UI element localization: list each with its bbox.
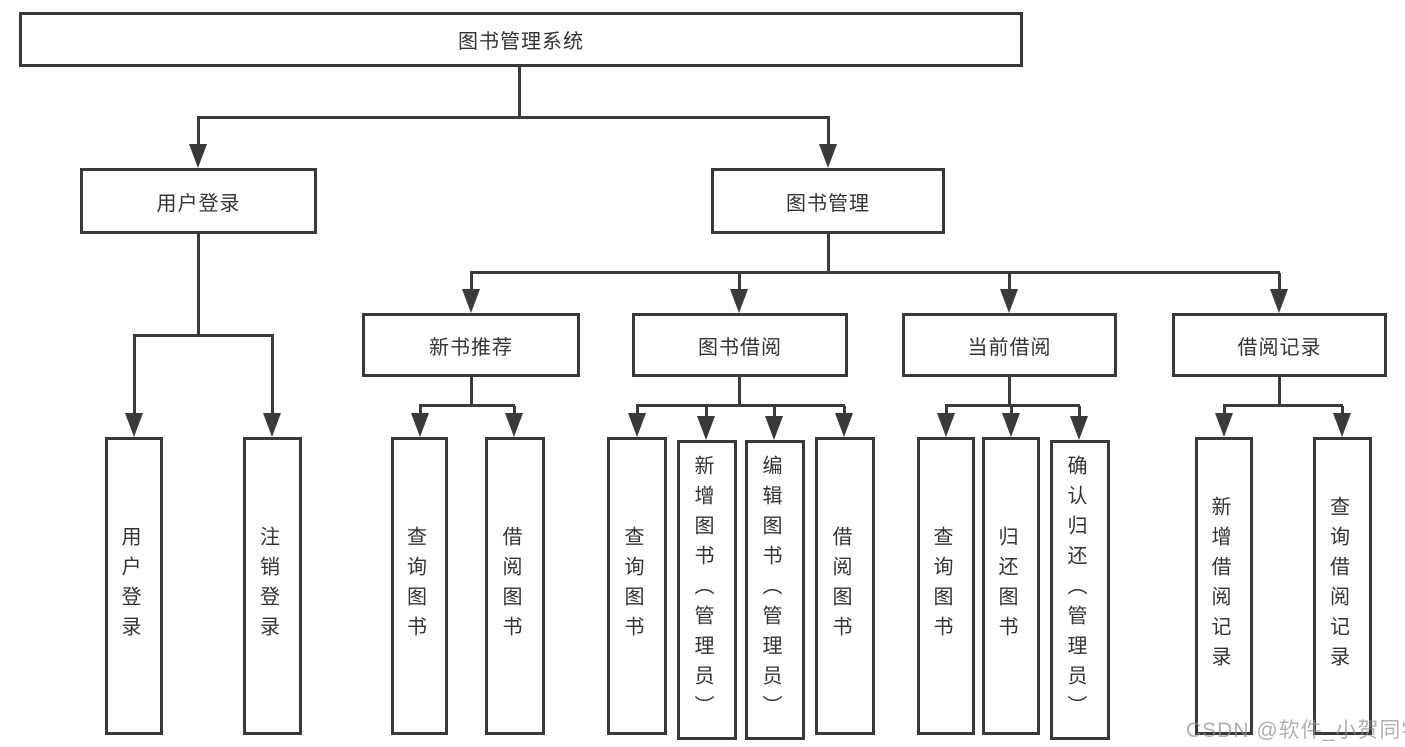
leaf-label: 查询图书	[930, 526, 952, 646]
arrowhead-down-icon	[628, 413, 646, 437]
connector-stub	[1008, 273, 1011, 291]
node-new-book-recommendation: 新书推荐	[362, 313, 580, 377]
leaf-label: 新增图书（管理员）	[691, 455, 713, 725]
arrowhead-down-icon	[937, 413, 955, 437]
arrowhead-down-icon	[1215, 413, 1233, 437]
arrowhead-down-icon	[505, 413, 523, 437]
connector-hline	[419, 404, 515, 407]
node-label: 图书借阅	[698, 336, 782, 359]
connector-login-hline	[133, 334, 274, 337]
leaf-borrowing-edit-books-admin: 编辑图书（管理员）	[745, 440, 805, 740]
leaf-borrowing-borrow-books: 借阅图书	[815, 437, 875, 735]
leaf-label: 用户登录	[118, 526, 140, 646]
leaf-user-login: 用户登录	[105, 437, 163, 735]
node-label: 图书管理系统	[458, 31, 584, 53]
node-label: 当前借阅	[967, 336, 1052, 359]
node-library-system: 图书管理系统	[19, 12, 1023, 67]
connector-stub	[773, 406, 776, 416]
connector-stub	[470, 273, 473, 291]
connector-mgmt-stub	[827, 234, 830, 273]
leaf-label: 查询借阅记录	[1326, 496, 1349, 676]
leaf-label: 借阅图书	[499, 526, 521, 646]
connector-stub	[1008, 377, 1011, 406]
arrowhead-down-icon	[1270, 289, 1288, 313]
node-label: 新书推荐	[429, 336, 513, 359]
leaf-current-confirm-return-admin: 确认归还（管理员）	[1050, 440, 1110, 740]
connector-stub	[738, 377, 741, 406]
node-label: 借阅记录	[1237, 336, 1322, 359]
arrowhead-down-icon	[1000, 289, 1018, 313]
csdn-watermark: CSDN @软件_小贺同学	[1186, 719, 1405, 742]
node-current-borrowing: 当前借阅	[902, 313, 1117, 377]
leaf-label: 查询图书	[621, 526, 643, 646]
leaf-borrowing-query-books: 查询图书	[607, 437, 667, 735]
leaf-current-return-books: 归还图书	[982, 437, 1040, 735]
node-label: 图书管理	[786, 192, 870, 215]
arrowhead-down-icon	[697, 416, 715, 440]
connector-hline	[945, 404, 1080, 407]
arrowhead-down-icon	[730, 289, 748, 313]
connector-stub	[470, 377, 473, 406]
arrowhead-down-icon	[263, 413, 281, 437]
leaf-newbook-query-books: 查询图书	[391, 437, 448, 735]
node-user-login: 用户登录	[80, 168, 317, 234]
leaf-label: 归还图书	[995, 526, 1017, 646]
node-label: 用户登录	[156, 192, 241, 215]
leaf-label: 注销登录	[256, 526, 279, 646]
leaf-label: 编辑图书（管理员）	[759, 455, 781, 725]
arrowhead-down-icon	[411, 413, 429, 437]
connector-stub	[827, 118, 830, 148]
arrowhead-down-icon	[189, 144, 207, 168]
connector-login-stub	[197, 234, 200, 336]
leaf-label: 新增借阅记录	[1208, 496, 1230, 676]
connector-stub	[133, 336, 136, 416]
node-book-borrowing: 图书借阅	[632, 313, 848, 377]
node-book-management: 图书管理	[711, 168, 945, 234]
connector-stub	[738, 273, 741, 291]
connector-hline	[636, 404, 845, 407]
connector-stub	[419, 406, 422, 416]
leaf-label: 确认归还（管理员）	[1064, 455, 1086, 725]
leaf-current-query-books: 查询图书	[917, 437, 975, 735]
arrowhead-down-icon	[819, 144, 837, 168]
leaf-label: 查询图书	[403, 526, 426, 646]
leaf-label: 借阅图书	[829, 526, 851, 646]
connector-stub	[843, 406, 846, 416]
connector-stub	[636, 406, 639, 416]
leaf-borrowing-add-books-admin: 新增图书（管理员）	[677, 440, 737, 740]
connector-stub	[1223, 406, 1226, 416]
arrowhead-down-icon	[1070, 416, 1088, 440]
connector-stub	[513, 406, 516, 416]
arrowhead-down-icon	[125, 413, 143, 437]
connector-stub	[1078, 406, 1081, 416]
arrowhead-down-icon	[462, 289, 480, 313]
arrowhead-down-icon	[1333, 413, 1351, 437]
leaf-logout: 注销登录	[243, 437, 302, 735]
connector-root-stub	[518, 67, 521, 118]
connector-stub	[945, 406, 948, 416]
connector-stub	[1278, 273, 1281, 291]
connector-mgmt-hline	[470, 271, 1280, 274]
leaf-records-add-record: 新增借阅记录	[1195, 437, 1253, 735]
connector-root-hline	[197, 116, 830, 119]
connector-stub	[1278, 377, 1281, 406]
connector-hline	[1223, 404, 1343, 407]
arrowhead-down-icon	[765, 416, 783, 440]
arrowhead-down-icon	[1002, 413, 1020, 437]
connector-stub	[705, 406, 708, 416]
arrowhead-down-icon	[835, 413, 853, 437]
connector-stub	[1341, 406, 1344, 416]
connector-stub	[1010, 406, 1013, 416]
leaf-newbook-borrow-books: 借阅图书	[485, 437, 545, 735]
connector-stub	[271, 336, 274, 416]
connector-stub	[197, 118, 200, 148]
node-borrowing-records: 借阅记录	[1172, 313, 1387, 377]
leaf-records-query-record: 查询借阅记录	[1313, 437, 1372, 735]
